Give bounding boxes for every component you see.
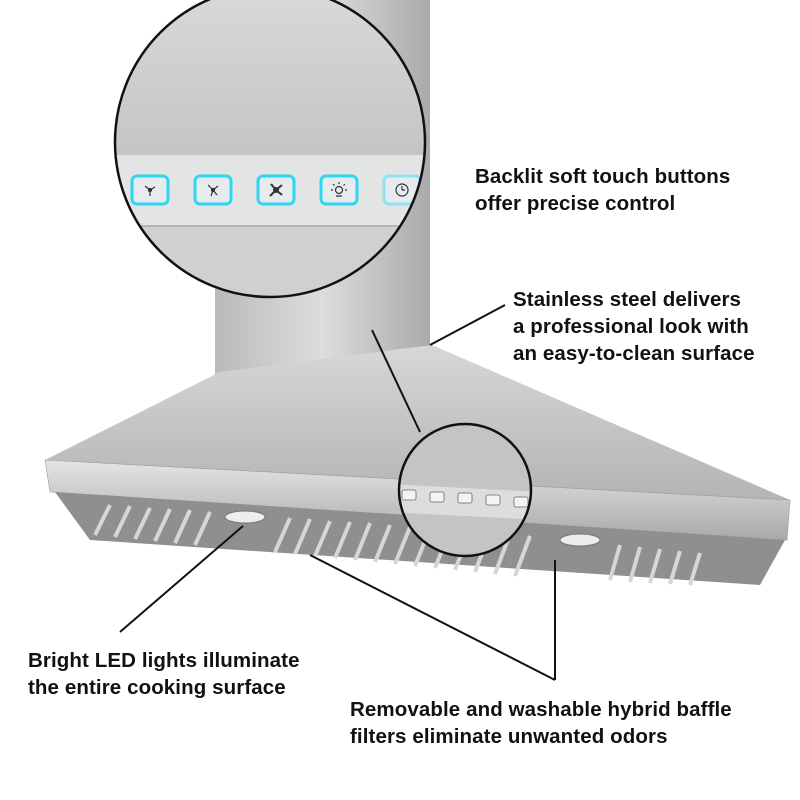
caption-led-lights: Bright LED lights illuminate the entire … [28, 647, 300, 701]
caption-stainless-steel: Stainless steel delivers a professional … [513, 286, 755, 367]
leader-lines [119, 304, 556, 681]
caption-line: filters eliminate unwanted odors [350, 725, 668, 748]
caption-line: a professional look with [513, 315, 749, 338]
led-light-right [559, 533, 601, 547]
caption-line: an easy-to-clean surface [513, 342, 755, 365]
caption-backlit-buttons: Backlit soft touch buttons offer precise… [475, 163, 730, 217]
timer-icon [395, 183, 409, 197]
detail-circle-large [113, 0, 427, 299]
caption-line: Backlit soft touch buttons [475, 165, 731, 188]
caption-line: Bright LED lights illuminate [28, 649, 300, 672]
fan-medium-icon [207, 184, 219, 197]
caption-line: Removable and washable hybrid baffle [350, 698, 732, 721]
caption-line: Stainless steel delivers [513, 288, 742, 311]
caption-line: the entire cooking surface [28, 676, 286, 699]
caption-baffle-filters: Removable and washable hybrid baffle fil… [350, 696, 732, 750]
hood-canopy [45, 345, 790, 500]
fan-low-icon [144, 185, 156, 196]
caption-line: offer precise control [475, 192, 676, 215]
detail-circle-small [397, 422, 533, 558]
light-icon [331, 182, 347, 197]
fan-high-icon [269, 183, 283, 197]
led-light-left [224, 510, 266, 524]
